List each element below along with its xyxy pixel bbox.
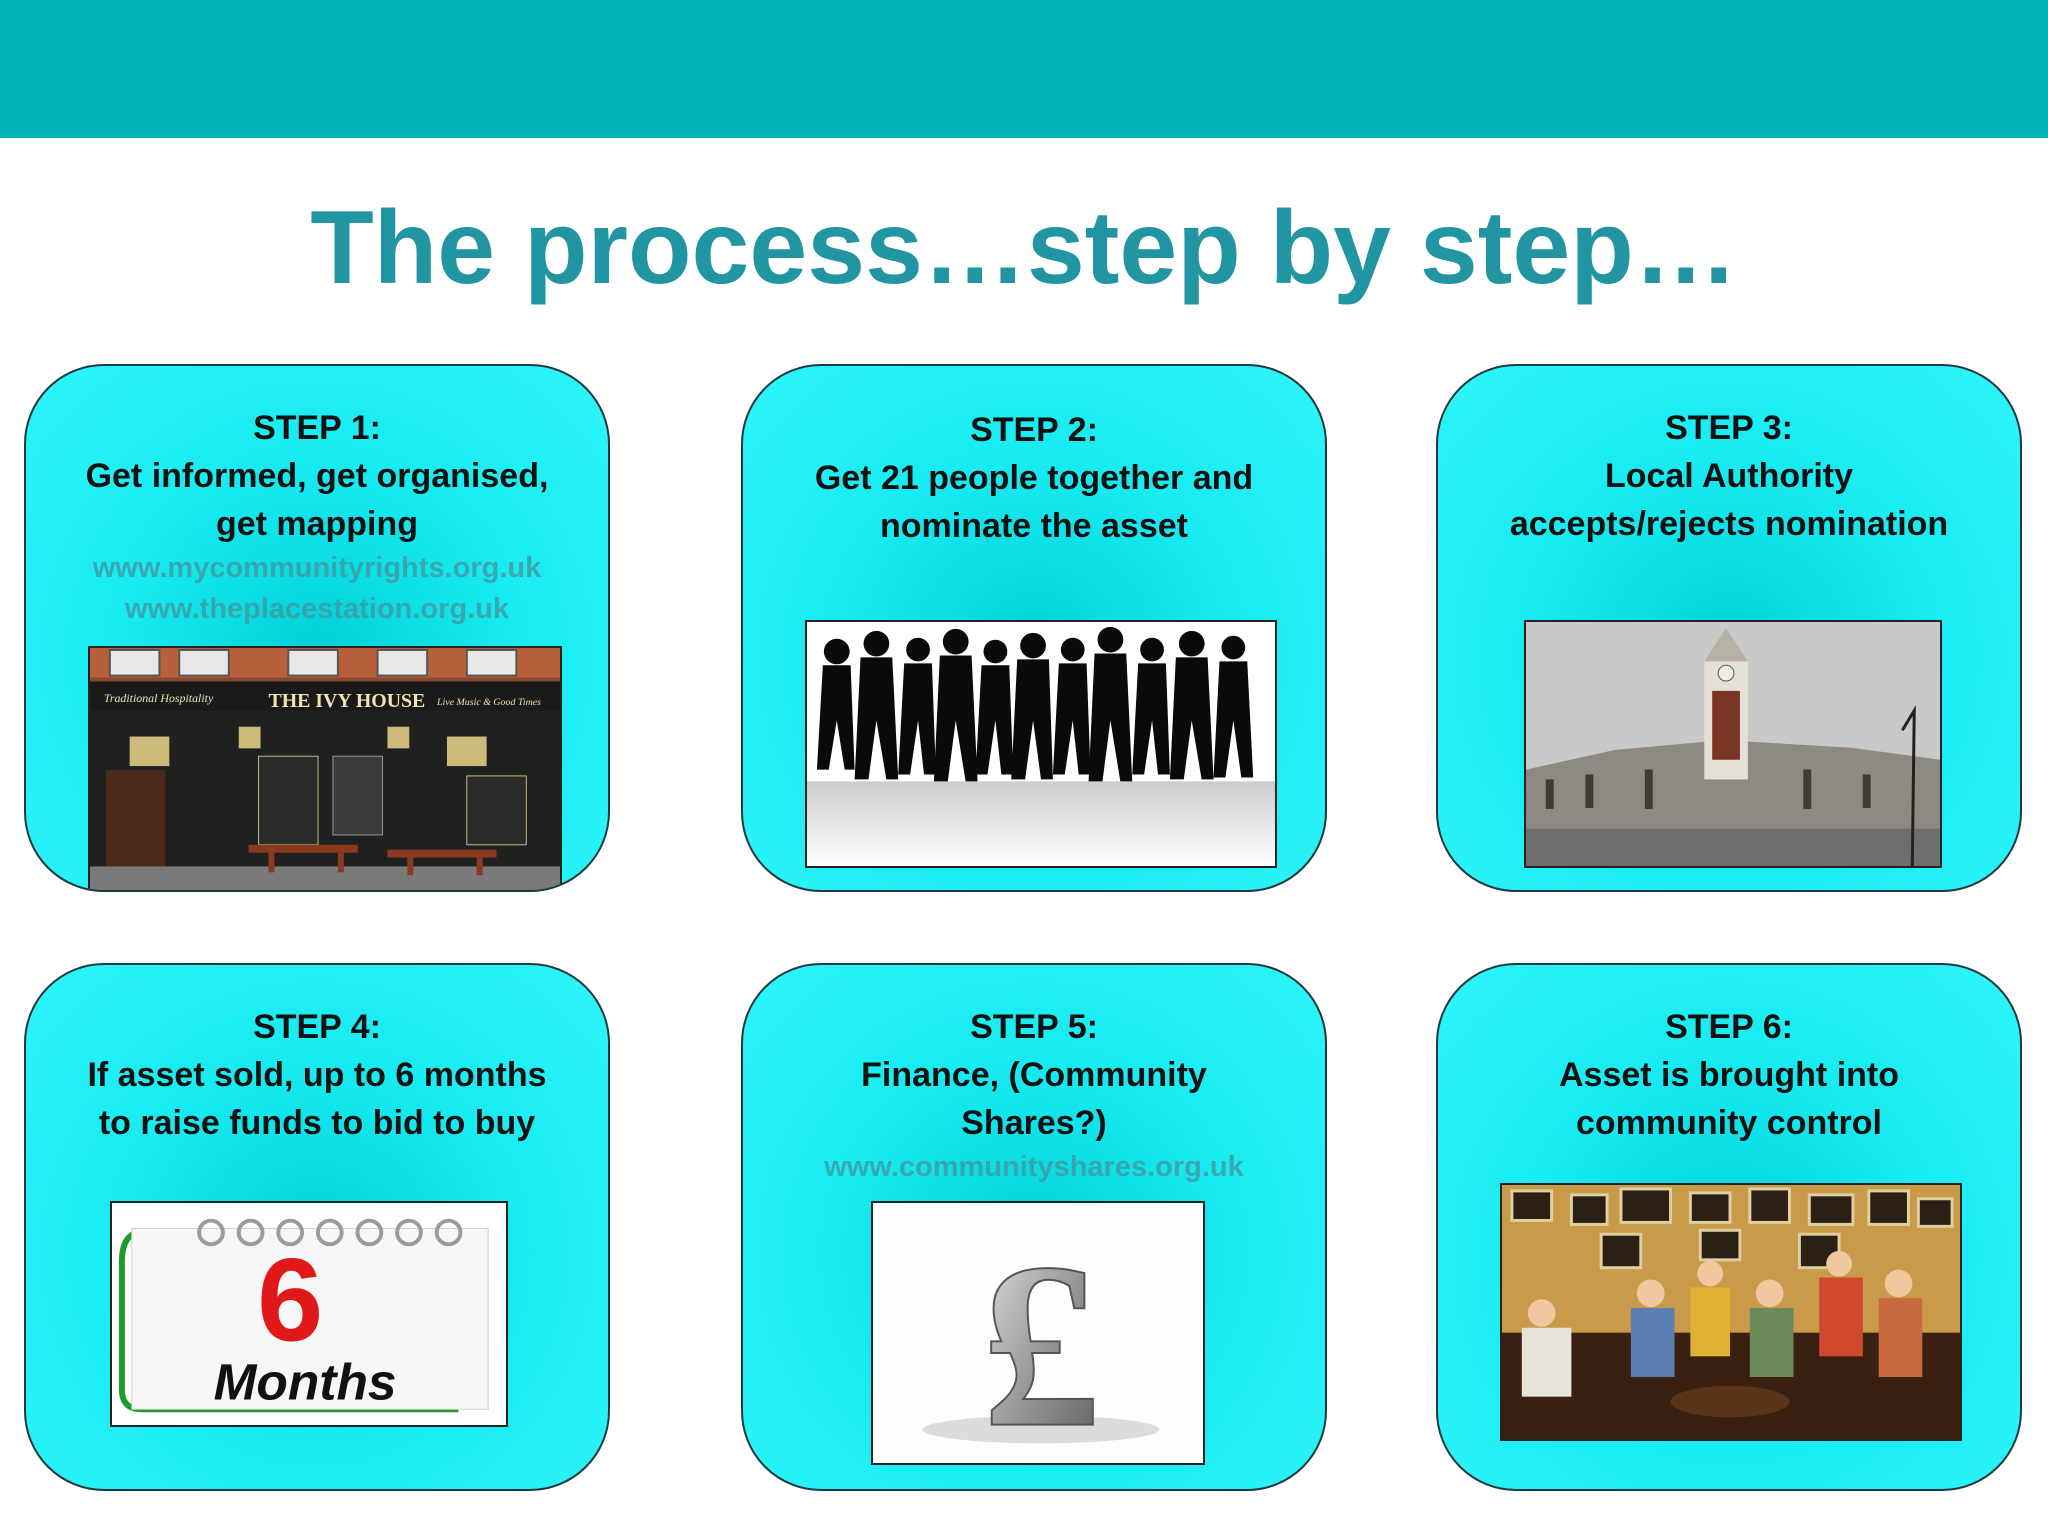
step-6-line-1: Asset is brought into bbox=[1559, 1056, 1899, 1094]
step-6-heading: STEP 6: bbox=[1665, 1008, 1793, 1046]
step-4-line-2: to raise funds to bid to buy bbox=[98, 1104, 536, 1142]
top-banner bbox=[0, 0, 2048, 138]
step-4-card: STEP 4: If asset sold, up to 6 months to… bbox=[24, 963, 610, 1491]
pound-symbol: £ bbox=[982, 1215, 1101, 1463]
pub-interior-photo bbox=[1500, 1183, 1962, 1441]
calendar-label: Months bbox=[214, 1354, 397, 1411]
pound-sign-icon: £ bbox=[871, 1201, 1205, 1465]
people-silhouettes bbox=[805, 620, 1277, 868]
calendar-number: 6 bbox=[257, 1235, 323, 1366]
step-3-card: STEP 3: Local Authority accepts/rejects … bbox=[1436, 364, 2022, 892]
pub-sign: THE IVY HOUSE bbox=[268, 690, 425, 712]
step-5-line-2: Shares?) bbox=[961, 1104, 1107, 1142]
town-hall-photo bbox=[1524, 620, 1942, 868]
step-5-card: STEP 5: Finance, (Community Shares?) www… bbox=[741, 963, 1327, 1491]
step-6-line-2: community control bbox=[1575, 1104, 1883, 1142]
step-5-url-1[interactable]: www.communityshares.org.uk bbox=[824, 1151, 1244, 1183]
step-5-line-1: Finance, (Community bbox=[861, 1056, 1207, 1094]
step-1-url-1[interactable]: www.mycommunityrights.org.uk bbox=[92, 552, 542, 584]
page-title: The process…step by step… bbox=[310, 190, 1738, 306]
step-2-heading: STEP 2: bbox=[970, 411, 1098, 449]
step-3-line-2: accepts/rejects nomination bbox=[1509, 505, 1949, 543]
step-5-heading: STEP 5: bbox=[970, 1008, 1098, 1046]
step-4-heading: STEP 4: bbox=[253, 1008, 381, 1046]
step-1-line-2: get mapping bbox=[215, 505, 419, 543]
step-6-card: STEP 6: Asset is brought into community … bbox=[1436, 963, 2022, 1491]
step-1-heading: STEP 1: bbox=[253, 409, 381, 447]
step-2-line-2: nominate the asset bbox=[880, 507, 1188, 545]
pub-sign-right: Live Music & Good Times bbox=[436, 697, 541, 708]
step-3-heading: STEP 3: bbox=[1665, 409, 1793, 447]
step-1-url-2[interactable]: www.theplacestation.org.uk bbox=[124, 593, 510, 625]
pub-photo: Traditional Hospitality THE IVY HOUSE Li… bbox=[88, 646, 562, 890]
step-3-line-1: Local Authority bbox=[1604, 457, 1854, 495]
step-1-card: STEP 1: Get informed, get organised, get… bbox=[24, 364, 610, 892]
step-2-line-1: Get 21 people together and bbox=[814, 459, 1254, 497]
step-4-line-1: If asset sold, up to 6 months bbox=[87, 1056, 547, 1094]
calendar-icon: 6 Months bbox=[110, 1201, 508, 1427]
step-2-card: STEP 2: Get 21 people together and nomin… bbox=[741, 364, 1327, 892]
pub-sign-left: Traditional Hospitality bbox=[104, 691, 214, 705]
step-1-line-1: Get informed, get organised, bbox=[85, 457, 549, 495]
